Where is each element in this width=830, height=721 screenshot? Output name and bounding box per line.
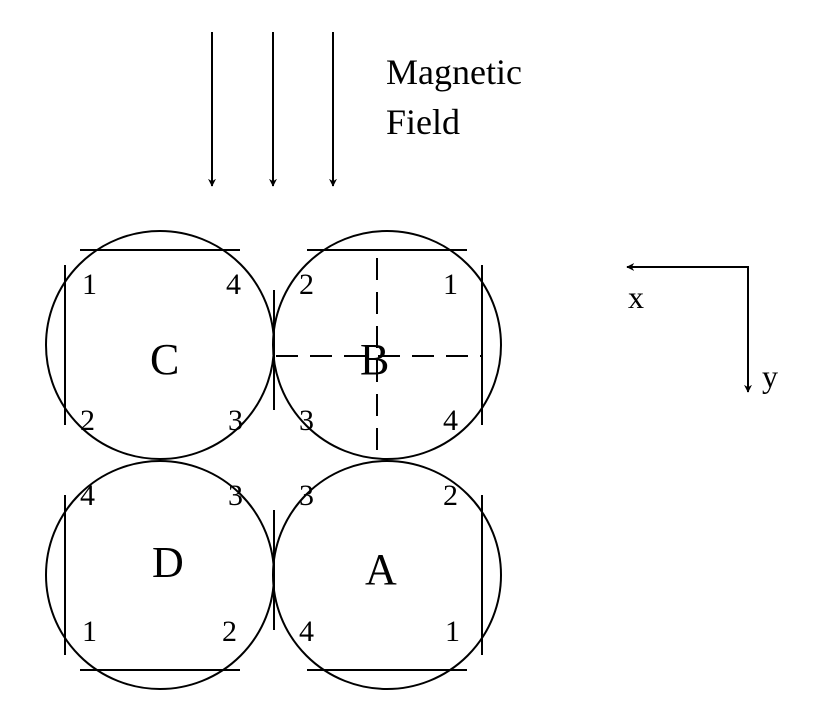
quadrant-a-corner-bl: 4	[299, 615, 314, 648]
quadrant-d-label: D	[152, 538, 184, 587]
quadrant-c-corner-tr: 4	[226, 268, 241, 301]
quadrant-d-corner-br: 2	[222, 615, 237, 648]
field-label-line2: Field	[386, 102, 460, 142]
x-axis-label: x	[628, 279, 644, 315]
quadrant-c-label: C	[150, 335, 179, 384]
quadrant-a-corner-tr: 2	[443, 479, 458, 512]
quadrant-b	[272, 230, 502, 460]
quadrant-b-corner-bl: 3	[299, 404, 314, 437]
quadrant-d-corner-tr: 3	[228, 479, 243, 512]
quadrant-d-corner-tl: 4	[80, 479, 95, 512]
quadrant-d-corner-bl: 1	[82, 615, 97, 648]
quadrant-a-circle	[272, 460, 502, 690]
quadrant-a-corner-br: 1	[445, 615, 460, 648]
quadrant-b-corner-tr: 1	[443, 268, 458, 301]
y-axis-label: y	[762, 358, 778, 394]
quadrant-a-corner-tl: 3	[299, 479, 314, 512]
quadrant-b-corner-br: 4	[443, 404, 458, 437]
magnetic-field-arrows	[208, 32, 337, 187]
quadrant-a	[272, 460, 502, 690]
quadrant-b-label: B	[360, 335, 389, 384]
quadrant-b-circle	[272, 230, 502, 460]
quadrant-b-corner-tl: 2	[299, 268, 314, 301]
quadrant-a-label: A	[365, 545, 397, 594]
field-label-line1: Magnetic	[386, 52, 522, 92]
axes-indicator	[626, 263, 752, 393]
quadrant-c-corner-bl: 2	[80, 404, 95, 437]
quadrant-c-corner-br: 3	[228, 404, 243, 437]
quadrant-c-corner-tl: 1	[82, 268, 97, 301]
